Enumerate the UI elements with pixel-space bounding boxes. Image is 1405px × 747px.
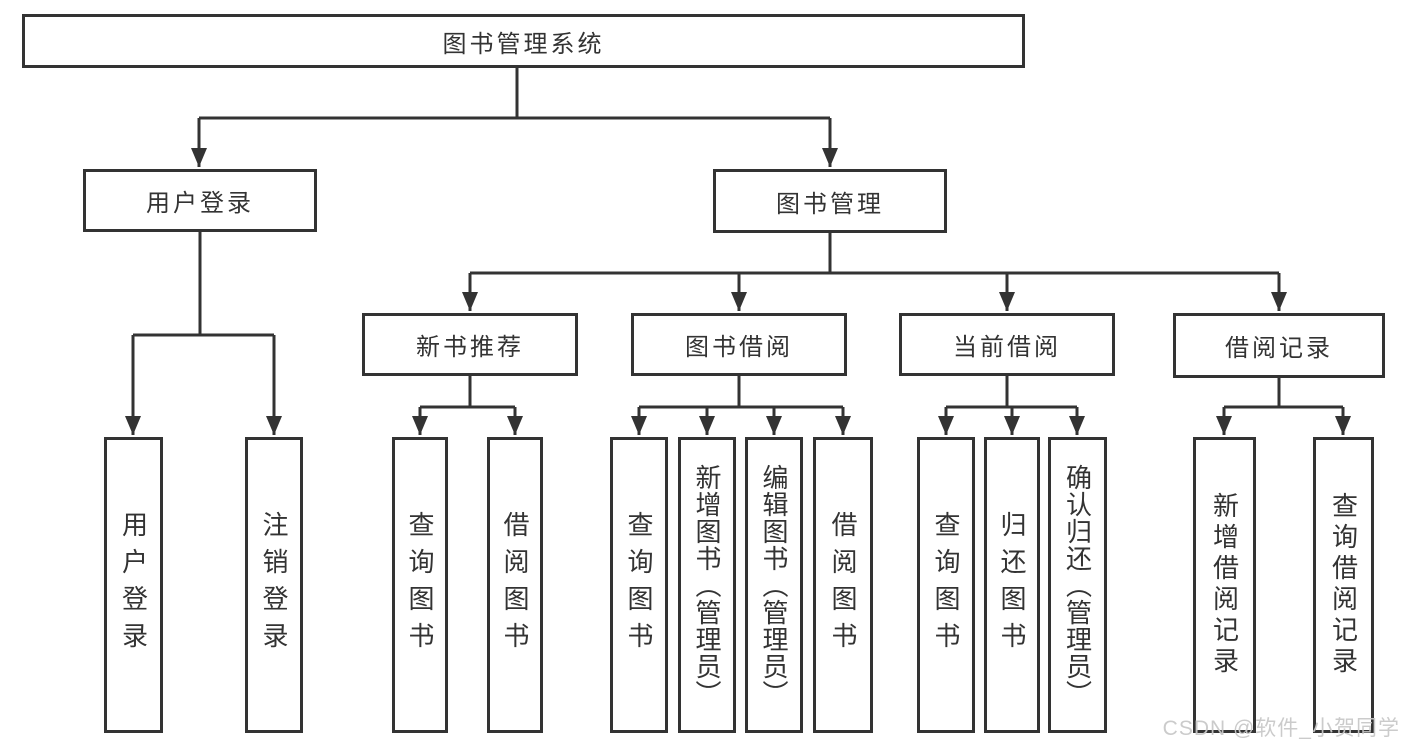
leaf-return-books: 归还图书 (984, 437, 1040, 733)
connector-stems (198, 68, 1281, 407)
node-book-management: 图书管理 (713, 169, 947, 233)
leaf-user-login: 用户登录 (104, 437, 163, 733)
node-book-borrowing: 图书借阅 (631, 313, 847, 376)
leaf-query-books-current: 查询图书 (917, 437, 975, 733)
leaf-borrow-books-recommend: 借阅图书 (487, 437, 543, 733)
leaf-logout: 注销登录 (245, 437, 303, 733)
node-borrowing-records: 借阅记录 (1173, 313, 1385, 378)
csdn-watermark: CSDN @软件_小贺同学 (1162, 717, 1400, 740)
leaf-confirm-return-admin: 确认归还（管理员） (1048, 437, 1107, 733)
leaf-add-books-admin: 新增图书（管理员） (678, 437, 736, 733)
node-root-system: 图书管理系统 (22, 14, 1025, 68)
leaf-add-borrow-record: 新增借阅记录 (1193, 437, 1256, 733)
node-new-book-recommend: 新书推荐 (362, 313, 578, 376)
leaf-borrow-books: 借阅图书 (813, 437, 873, 733)
node-user-login: 用户登录 (83, 169, 317, 232)
connector-arrow-branches (125, 118, 1351, 435)
leaf-query-borrow-record: 查询借阅记录 (1313, 437, 1374, 733)
node-current-borrowing: 当前借阅 (899, 313, 1115, 376)
leaf-query-books-borrow: 查询图书 (610, 437, 668, 733)
leaf-edit-books-admin: 编辑图书（管理员） (745, 437, 803, 733)
leaf-query-books-recommend: 查询图书 (392, 437, 448, 733)
